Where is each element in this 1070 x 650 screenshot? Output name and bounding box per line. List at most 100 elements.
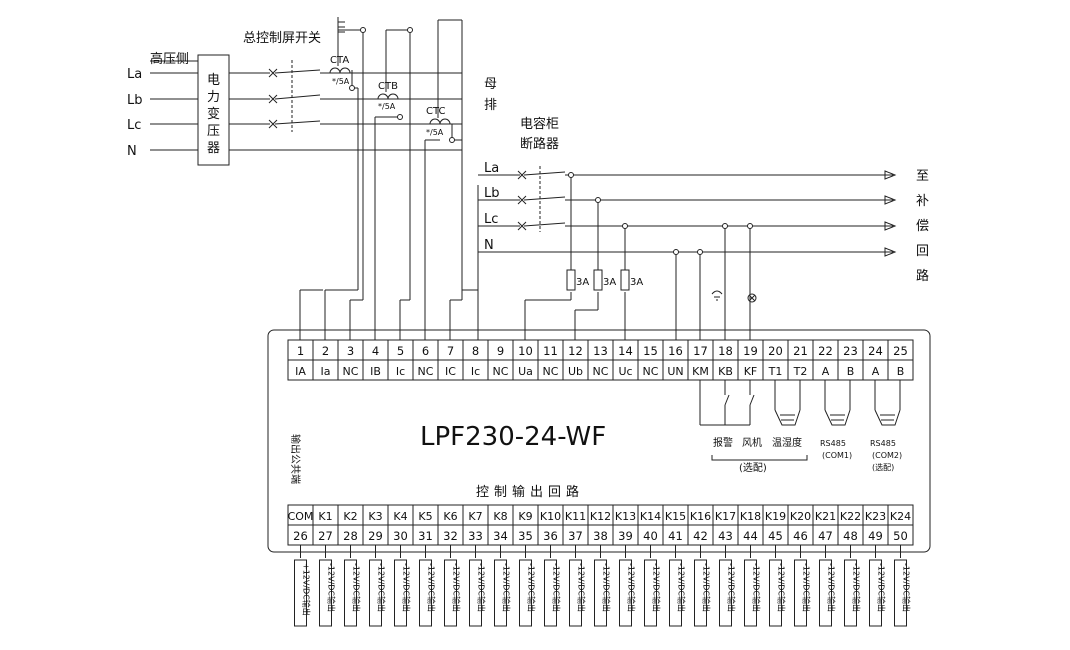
top-terminal-label: Ua: [518, 365, 533, 378]
top-terminal-number: 14: [618, 344, 633, 358]
top-terminal-strip: 1IA2Ia3NC4IB5Ic6NC7IC8Ic9NC10Ua11NC12Ub1…: [295, 340, 908, 380]
output-voltage-label: +12V/DC输出: [302, 563, 312, 616]
ct-a-name: CTA: [330, 55, 349, 66]
bottom-terminal-number: 30: [393, 529, 408, 543]
output-voltage-label: -12V/DC输出: [602, 563, 612, 612]
top-terminal-number: 7: [447, 344, 454, 358]
bottom-terminal-label: K17: [715, 510, 736, 523]
transformer-box: [197, 54, 230, 166]
top-terminal-number: 23: [843, 344, 858, 358]
bottom-terminal-number: 31: [418, 529, 433, 543]
top-terminal-number: 11: [543, 344, 558, 358]
top-terminal-number: 8: [472, 344, 479, 358]
bottom-terminal-label: K1: [318, 510, 332, 523]
bottom-terminal-label: K15: [665, 510, 686, 523]
source-line-la: La: [127, 67, 142, 82]
output-label-box: [569, 559, 582, 627]
output-label-box: [319, 559, 332, 627]
output-label-box: [369, 559, 382, 627]
source-line-lc: Lc: [127, 118, 141, 133]
bottom-terminal-number: 40: [643, 529, 658, 543]
output-voltage-label: -12V/DC输出: [777, 563, 787, 612]
output-voltage-label: -12V/DC输出: [452, 563, 462, 612]
top-terminal-number: 19: [743, 344, 758, 358]
main-switch-label: 总控制屏开关: [243, 31, 321, 46]
output-label-box: [894, 559, 907, 627]
output-voltage-label: -12V/DC输出: [652, 563, 662, 612]
output-label-box: [619, 559, 632, 627]
output-voltage-label: -12V/DC输出: [627, 563, 637, 612]
top-terminal-number: 20: [768, 344, 783, 358]
bottom-terminal-number: 50: [893, 529, 908, 543]
top-terminal-label: B: [847, 365, 855, 378]
top-terminal-label: Ub: [568, 365, 583, 378]
output-label-box: [544, 559, 557, 627]
bottom-terminal-number: 33: [468, 529, 483, 543]
fan-label: 风机: [742, 436, 762, 449]
device-model-title: LPF230-24-WF: [420, 422, 606, 452]
bottom-terminal-label: K9: [518, 510, 532, 523]
static-wiring: [150, 17, 931, 553]
top-terminal-label: KF: [744, 365, 758, 378]
output-label-box: [769, 559, 782, 627]
top-terminal-number: 5: [397, 344, 404, 358]
output-voltage-label: -12V/DC输出: [577, 563, 587, 612]
bottom-terminal-number: 46: [793, 529, 808, 543]
top-terminal-number: 1: [297, 344, 304, 358]
bottom-terminal-number: 35: [518, 529, 533, 543]
output-voltage-label: -12V/DC输出: [727, 563, 737, 612]
bottom-terminal-label: K8: [493, 510, 507, 523]
ct-b-name: CTB: [378, 81, 398, 92]
bottom-terminal-label: K19: [765, 510, 786, 523]
ct-c-ratio: */5A: [426, 128, 444, 137]
output-voltage-label: -12V/DC输出: [527, 563, 537, 612]
top-terminal-number: 6: [422, 344, 429, 358]
output-label-box: [644, 559, 657, 627]
top-terminal-number: 15: [643, 344, 658, 358]
top-terminal-label: T1: [768, 365, 783, 378]
control-output-label: 控制输出回路: [476, 484, 584, 500]
top-terminal-label: NC: [593, 365, 609, 378]
bottom-terminal-label: K6: [443, 510, 457, 523]
top-terminal-label: B: [897, 365, 905, 378]
top-terminal-number: 3: [347, 344, 354, 358]
top-terminal-label: IB: [370, 365, 381, 378]
top-terminal-label: UN: [667, 365, 683, 378]
output-voltage-label: -12V/DC输出: [902, 563, 912, 612]
source-line-n: N: [127, 144, 137, 159]
bottom-terminal-number: 32: [443, 529, 458, 543]
output-voltage-label: -12V/DC输出: [502, 563, 512, 612]
bottom-terminal-label: K5: [418, 510, 432, 523]
bottom-terminal-label: K13: [615, 510, 636, 523]
output-label-box: [794, 559, 807, 627]
bottom-terminal-number: 41: [668, 529, 683, 543]
bottom-terminal-number: 47: [818, 529, 833, 543]
bottom-terminal-label: K18: [740, 510, 761, 523]
busbar-label: 母排: [484, 77, 497, 113]
output-label-box: [419, 559, 432, 627]
bottom-terminal-label: K4: [393, 510, 407, 523]
bottom-terminal-number: 49: [868, 529, 883, 543]
bottom-terminal-label: K20: [790, 510, 811, 523]
top-terminal-number: 17: [693, 344, 708, 358]
rs485-com1-name: RS485: [820, 439, 846, 448]
output-voltage-label: -12V/DC输出: [702, 563, 712, 612]
output-label-box: [294, 559, 307, 627]
to-compensation-label: 至补偿回路: [916, 169, 929, 284]
bottom-terminal-number: 29: [368, 529, 383, 543]
bus-line-lb: Lb: [484, 186, 500, 201]
top-terminal-number: 4: [372, 344, 379, 358]
bottom-terminal-number: 38: [593, 529, 608, 543]
top-terminal-label: A: [822, 365, 830, 378]
ct-a-ratio: */5A: [332, 77, 350, 86]
top-terminal-label: NC: [643, 365, 659, 378]
transformer-label: 电力变压器: [207, 73, 220, 156]
relay-optional-label: (选配): [739, 461, 767, 474]
output-voltage-label: -12V/DC输出: [852, 563, 862, 612]
top-terminal-label: Ic: [471, 365, 480, 378]
output-voltage-label: -12V/DC输出: [552, 563, 562, 612]
fuse-a-label: 3A: [576, 277, 589, 288]
top-terminal-label: IC: [445, 365, 456, 378]
rs485-com1-port: (COM1): [822, 451, 852, 460]
